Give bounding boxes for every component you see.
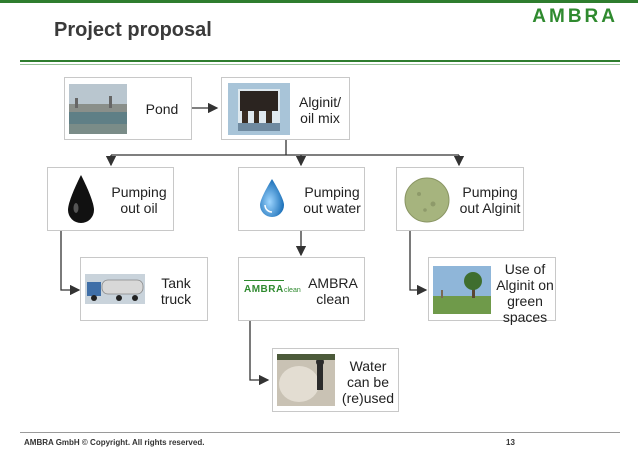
node-alginit-label: Pumping out Alginit	[459, 184, 521, 216]
page-number: 13	[506, 438, 515, 447]
logo-main-text: AMBRA	[244, 284, 284, 295]
footer-divider	[20, 432, 620, 433]
node-pond: Pond	[64, 77, 192, 140]
mix-photo	[228, 83, 290, 135]
brand-logo: AMBRA	[532, 6, 618, 27]
arrow-clean-to-reuse	[249, 321, 270, 386]
arrow-alginit-to-green	[409, 231, 428, 296]
green-spaces-photo	[433, 266, 491, 314]
water-drop-icon	[260, 179, 284, 217]
node-pumping-alginit: Pumping out Alginit	[396, 167, 524, 231]
ambra-clean-logo: AMBRA clean	[243, 280, 303, 300]
node-clean-label: AMBRA clean	[308, 275, 358, 307]
node-green-spaces: Use of Alginit on green spaces	[428, 257, 556, 325]
node-pond-label: Pond	[145, 101, 179, 117]
logo-sub-text: clean	[284, 287, 301, 294]
oil-drop-icon	[68, 175, 94, 223]
node-mix-label: Alginit/ oil mix	[298, 94, 342, 126]
header-divider-thin	[20, 64, 620, 65]
top-accent-bar	[0, 0, 638, 3]
node-water-label: Pumping out water	[303, 184, 361, 216]
node-truck-label: Tank truck	[160, 275, 192, 307]
node-pumping-water: Pumping out water	[238, 167, 365, 231]
page-title: Project proposal	[54, 19, 212, 41]
alginit-disc-icon	[404, 177, 450, 223]
node-pumping-oil: Pumping out oil	[47, 167, 174, 231]
truck-photo	[85, 274, 145, 304]
arrow-oil-to-truck	[60, 231, 81, 296]
footer-copyright: AMBRA GmbH © Copyright. All rights reser…	[24, 438, 205, 447]
node-green-label: Use of Alginit on green spaces	[496, 261, 554, 325]
node-ambra-clean: AMBRA clean AMBRA clean	[238, 257, 365, 321]
node-water-reused: Water can be (re)used	[272, 348, 399, 412]
node-oil-label: Pumping out oil	[111, 184, 167, 216]
node-tank-truck: Tank truck	[80, 257, 208, 321]
pond-photo	[69, 84, 127, 134]
node-reuse-label: Water can be (re)used	[341, 358, 395, 406]
node-alginit-oil-mix: Alginit/ oil mix	[221, 77, 350, 140]
water-reuse-photo	[277, 354, 335, 406]
header-divider	[20, 60, 620, 62]
